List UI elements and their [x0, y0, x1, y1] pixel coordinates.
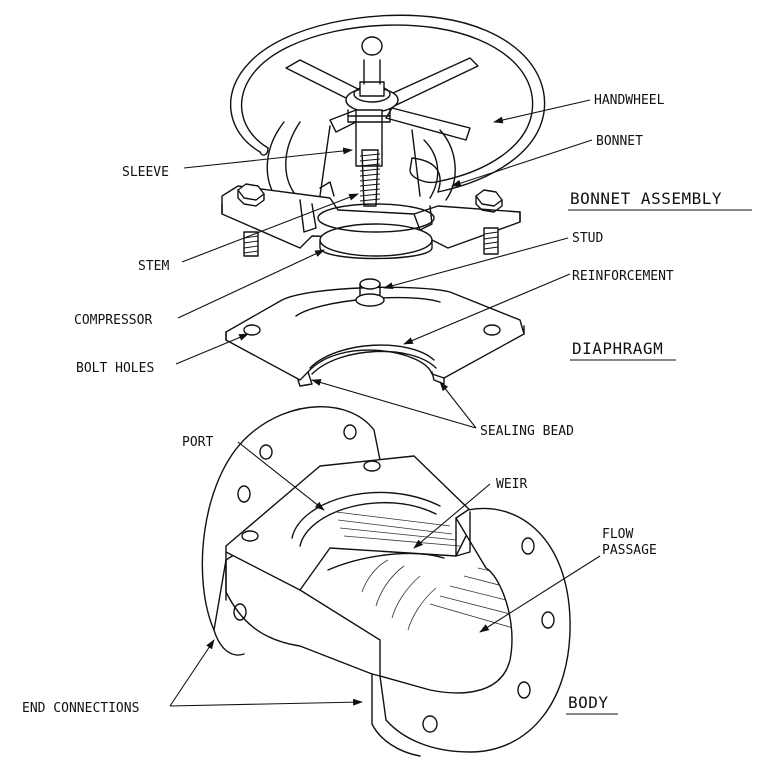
diaphragm-drawing	[225, 278, 525, 387]
stem-and-sleeve	[347, 109, 391, 207]
label-bolt-holes: BOLT HOLES	[76, 361, 154, 376]
label-stem: STEM	[138, 259, 169, 274]
bonnet-assembly-drawing	[221, 14, 546, 260]
bonnet	[221, 121, 521, 257]
label-weir: WEIR	[496, 477, 527, 492]
label-end-connections: END CONNECTIONS	[22, 701, 139, 716]
label-sleeve: SLEEVE	[122, 165, 169, 180]
label-diaphragm: DIAPHRAGM	[572, 339, 663, 358]
leader-lines	[169, 99, 601, 707]
label-flow-passage-line2: PASSAGE	[602, 543, 657, 558]
label-stud: STUD	[572, 231, 603, 246]
label-sealing-bead: SEALING BEAD	[480, 424, 574, 439]
label-reinforcement: REINFORCEMENT	[572, 269, 674, 284]
body-drawing	[201, 406, 571, 757]
compressor	[317, 203, 435, 260]
label-body: BODY	[568, 693, 609, 712]
label-handwheel: HANDWHEEL	[594, 93, 665, 108]
handwheel	[229, 14, 546, 193]
label-bonnet-assembly: BONNET ASSEMBLY	[570, 189, 722, 208]
labels: HANDWHEEL BONNET BONNET ASSEMBLY SLEEVE …	[22, 93, 752, 716]
label-port: PORT	[182, 435, 213, 450]
label-compressor: COMPRESSOR	[74, 313, 152, 328]
label-flow-passage-line1: FLOW	[602, 527, 633, 542]
label-bonnet: BONNET	[596, 134, 643, 149]
